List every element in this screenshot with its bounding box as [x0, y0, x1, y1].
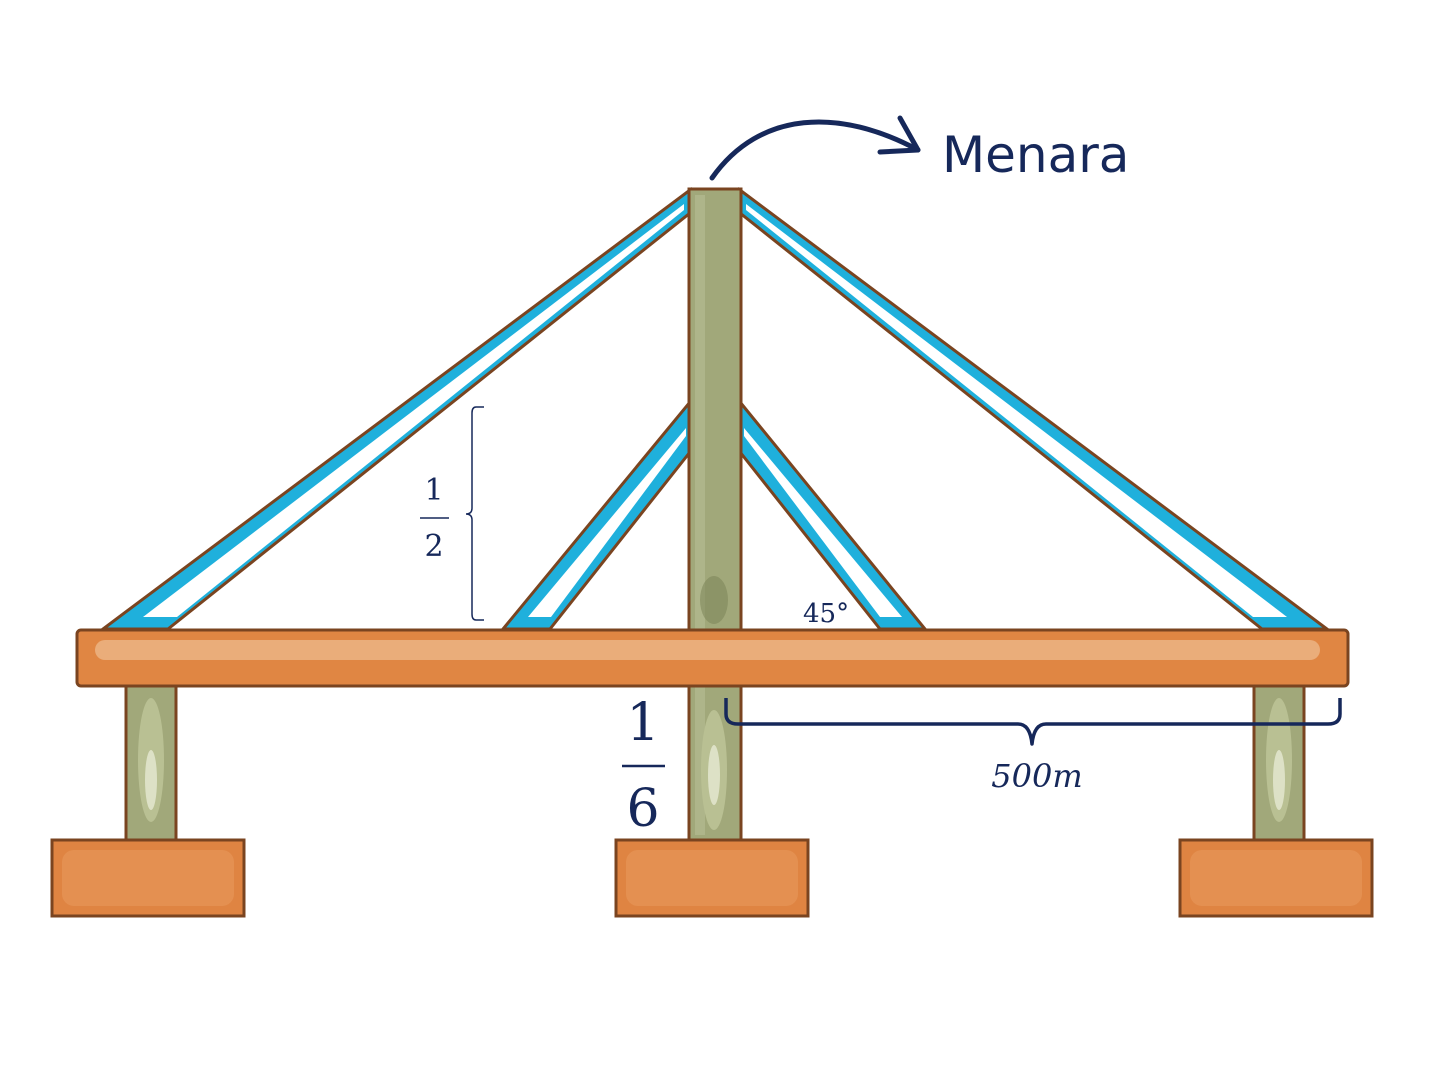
- leg-right: [1252, 682, 1306, 843]
- height-brace: [465, 406, 484, 621]
- footing-left: [50, 838, 246, 918]
- leg-left: [124, 682, 178, 843]
- fraction-sixth-denominator: 6: [626, 779, 659, 839]
- fraction-half-denominator: 2: [424, 529, 443, 564]
- fraction-half-numerator: 1: [424, 473, 443, 508]
- fraction-half: 1 2: [420, 473, 449, 564]
- tower-label: Menara: [942, 126, 1129, 184]
- span-brace: [724, 698, 1342, 746]
- footing-center: [614, 838, 810, 918]
- footing-right: [1178, 838, 1374, 918]
- fraction-sixth-numerator: 1: [626, 693, 659, 753]
- tower: [687, 187, 743, 843]
- bridge-deck: [75, 628, 1350, 688]
- cable-inner-right: [738, 397, 929, 631]
- cable-inner-left: [499, 397, 692, 631]
- fraction-sixth: 1 6: [622, 693, 665, 839]
- tower-pointer-arrow: [709, 115, 921, 181]
- angle-label: 45°: [803, 599, 849, 629]
- span-label: 500m: [991, 757, 1082, 795]
